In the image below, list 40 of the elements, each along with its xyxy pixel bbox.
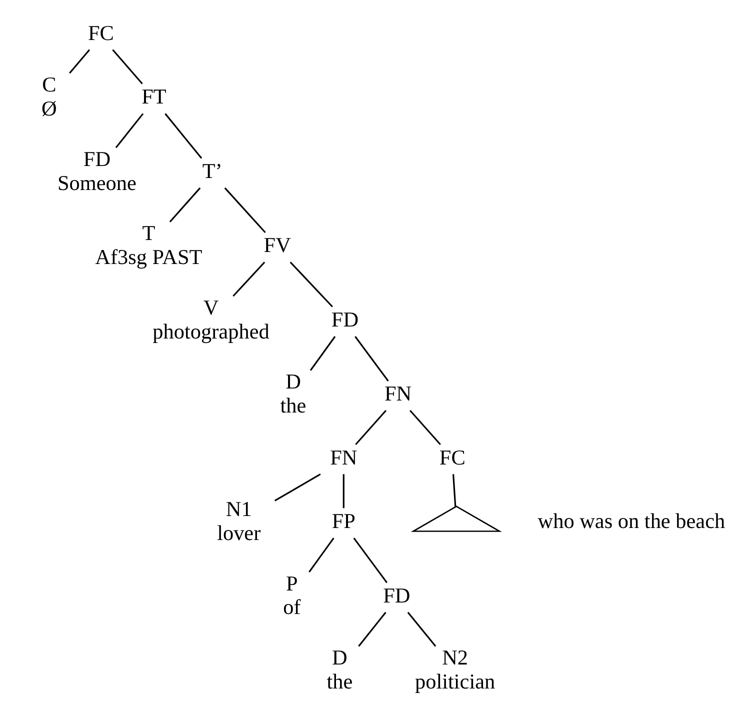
node-text: FN: [384, 382, 412, 406]
node-text: T’: [202, 158, 222, 183]
node-text: C Ø: [42, 72, 57, 121]
connector: [410, 410, 441, 445]
node-text: FD Someone: [57, 146, 136, 195]
node-text: N1 lover: [217, 497, 261, 545]
connector: [115, 113, 144, 148]
connector: [274, 473, 321, 502]
node-text: FP: [332, 508, 356, 533]
connector: [164, 113, 202, 159]
connector: [69, 49, 90, 74]
connector: [452, 474, 456, 507]
node-label: who was on the beach: [538, 508, 726, 533]
node-text: FV: [264, 233, 291, 258]
connector: [224, 187, 266, 234]
node-text: FT: [142, 84, 166, 109]
node-text: V photographed: [152, 295, 270, 344]
node-text: FD: [383, 583, 410, 608]
connector: [290, 262, 333, 308]
connector: [355, 410, 387, 445]
connector: [407, 612, 436, 647]
node-triangle: [410, 506, 502, 532]
node-text: P of: [283, 571, 301, 620]
node-text: FN: [330, 445, 358, 470]
node-text: N2 politician: [414, 646, 496, 694]
connector: [112, 49, 143, 84]
connector: [169, 187, 201, 222]
connector: [308, 538, 334, 572]
connector: [342, 474, 344, 508]
connector: [353, 538, 388, 584]
connector: [358, 612, 386, 647]
connector: [232, 262, 266, 297]
node-text: FC: [439, 445, 466, 470]
node-text: FC: [88, 20, 114, 45]
node-text: T Af3sg PAST: [95, 221, 202, 270]
node-text: D the: [326, 646, 353, 694]
connector: [354, 336, 389, 382]
connector: [310, 336, 336, 371]
node-text: FD: [331, 307, 359, 332]
node-text: D the: [280, 370, 306, 418]
